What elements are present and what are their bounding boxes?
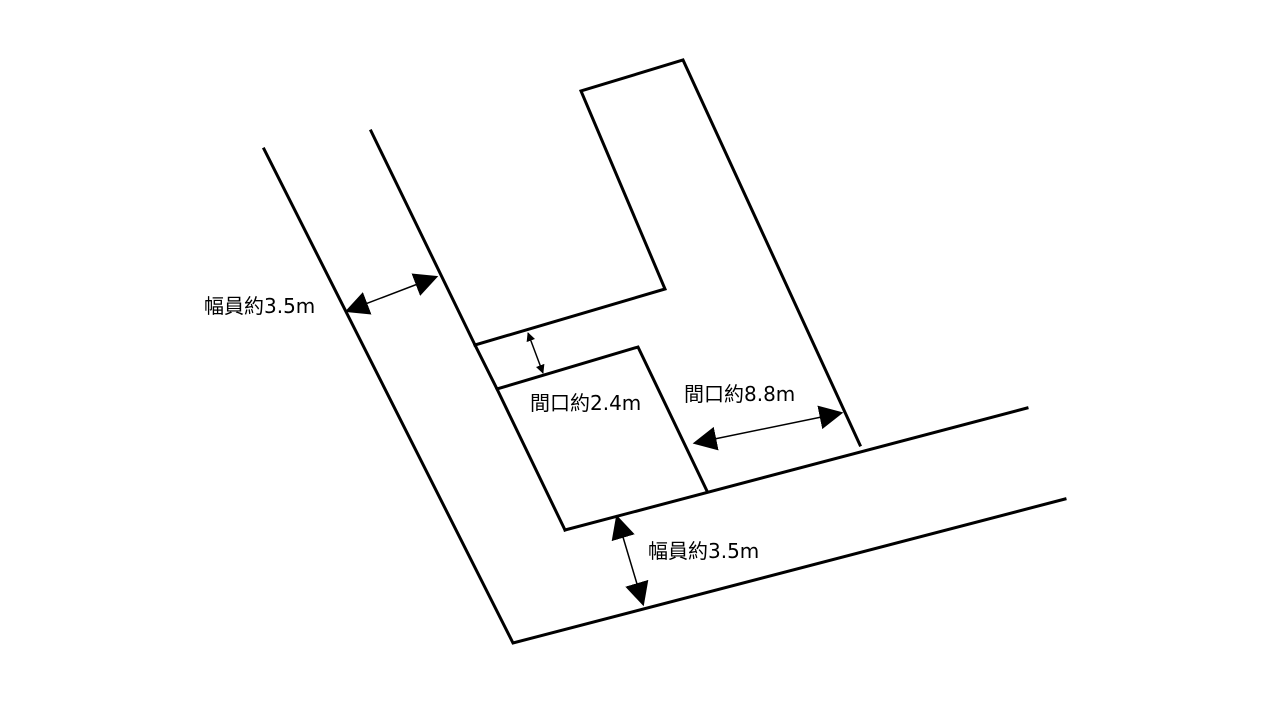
road-outer-boundary [261, 146, 1067, 645]
frontage-b-label: 間口約8.8m [684, 382, 796, 406]
road-width-bottom-label: 幅員約3.5m [648, 539, 760, 563]
lower-lot-outline [472, 342, 710, 494]
lower-lot-left-edge [494, 386, 568, 533]
frontage-b-arrow [692, 405, 844, 451]
road-width-left-label: 幅員約3.5m [204, 294, 316, 318]
upper-lot-outline [473, 58, 862, 447]
bottom-road-inner-edge [563, 406, 1029, 532]
frontage-a-arrow [526, 332, 545, 374]
road-width-left-arrow [344, 273, 439, 315]
road-width-bottom-arrow [611, 514, 649, 607]
left-road-inner-edge [368, 128, 478, 348]
frontage-a-label: 間口約2.4m [530, 391, 642, 415]
